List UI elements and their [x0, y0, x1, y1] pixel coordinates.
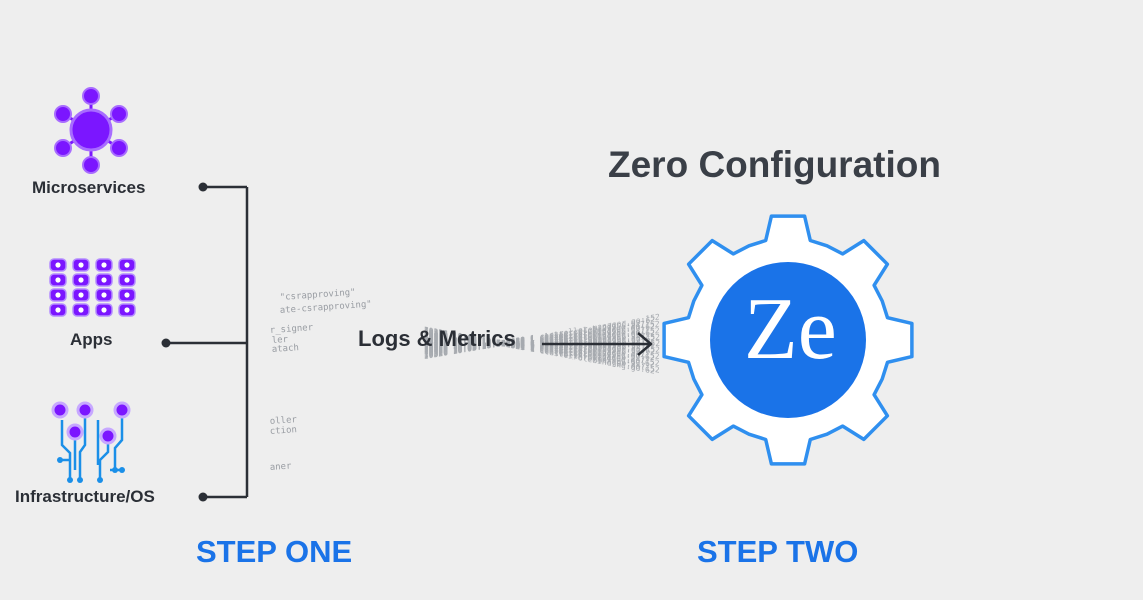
circuit-board-icon	[51, 401, 131, 483]
source-label-apps: Apps	[70, 330, 113, 349]
svg-text:oller: oller	[270, 415, 298, 427]
svg-text:I0326 16:03:18.624410 1 reflec: I0326 16:03:18.624410 1 reflector.go:219	[424, 337, 617, 350]
source-label-infrastructure: Infrastructure/OS	[15, 487, 155, 506]
svg-text:ction: ction	[270, 425, 298, 437]
page-title: Zero Configuration	[608, 144, 941, 185]
microservices-network-icon	[54, 87, 128, 174]
svg-text:r_signer: r_signer	[270, 323, 315, 336]
source-label-microservices: Microservices	[32, 178, 146, 197]
svg-text:atach: atach	[272, 343, 300, 355]
flow-arrow	[542, 332, 653, 356]
logo-badge	[710, 262, 866, 418]
svg-text:aner: aner	[270, 461, 293, 473]
svg-text:ler: ler	[272, 335, 289, 346]
svg-text:I0326 16:03:18.624410 1 reflec: I0326 16:03:18.624410 1 reflector.go:219	[424, 337, 617, 350]
source-connector	[161, 182, 249, 502]
apps-grid-icon	[49, 258, 136, 317]
step-one-label: STEP ONE	[196, 534, 353, 569]
log-fragments-left: "csrapproving" ate-csrapproving" r_signe…	[270, 288, 373, 473]
gear-icon	[662, 214, 914, 466]
svg-text:I0326 16:03:18.544523 1 cluste: I0326 16:03:18.544523 1 clusterrolebindi…	[424, 338, 655, 349]
svg-text:I0326 16:03:18.601847 1 shared: I0326 16:03:18.601847 1 shared_informer.…	[424, 338, 646, 349]
logo-text: Ze	[744, 281, 837, 378]
step-two-label: STEP TWO	[697, 534, 859, 569]
flow-label: Logs & Metrics	[358, 326, 516, 351]
